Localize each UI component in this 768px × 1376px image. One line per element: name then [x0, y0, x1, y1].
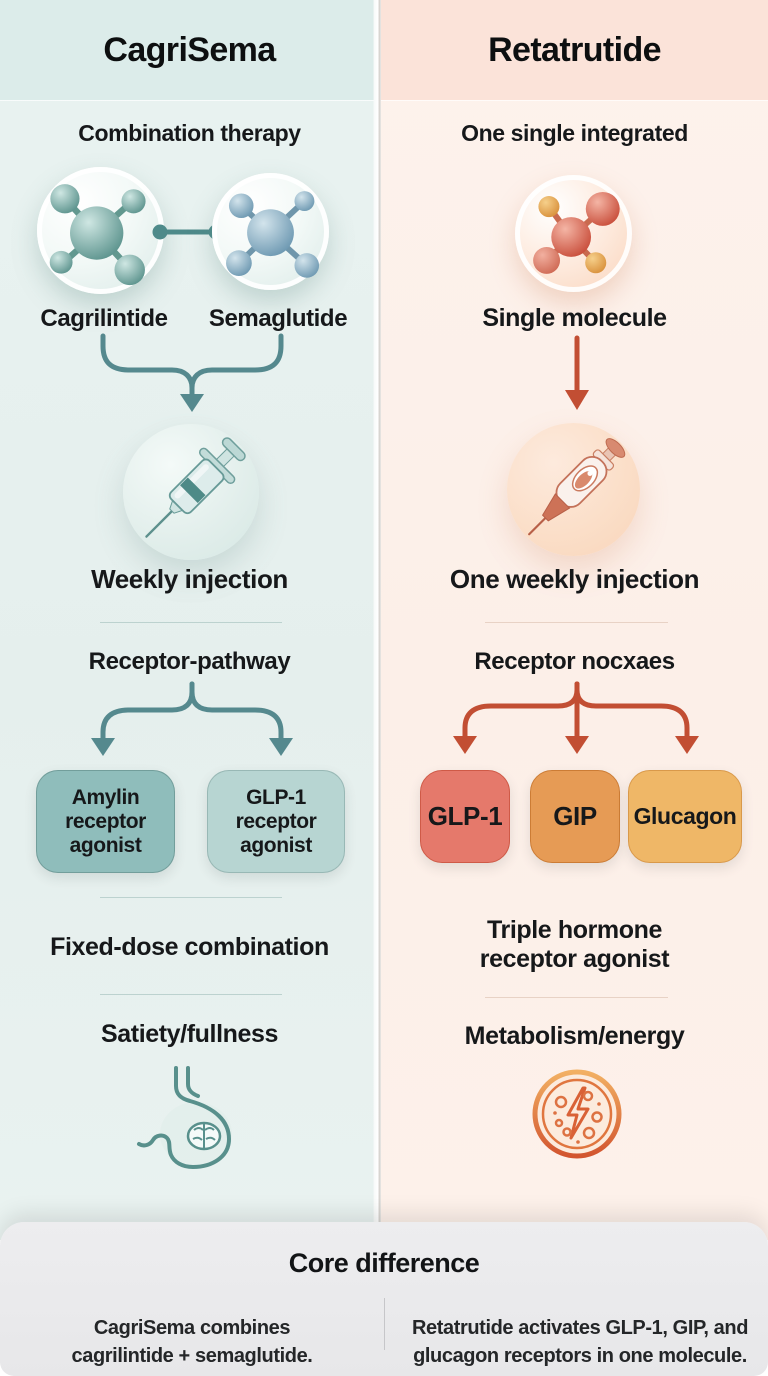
cagrilintide-label: Cagrilintide — [40, 305, 168, 332]
retatrutide-column: Retatrutide One single integrated — [381, 0, 768, 1240]
triple-hormone-label: Triple hormone receptor agonist — [479, 916, 670, 973]
retatrutide-summary: Retatrutide activates GLP-1, GIP, and gl… — [411, 1317, 749, 1367]
footer-divider — [384, 1298, 385, 1350]
molecule-spheres-icon — [533, 191, 620, 274]
core-difference-panel: Core difference CagriSema combines cagri… — [0, 1222, 768, 1376]
gip-box: GIP — [530, 770, 620, 863]
one-weekly-injection-label: One weekly injection — [449, 564, 700, 594]
combination-therapy-label: Combination therapy — [78, 120, 301, 146]
cagrisema-header: CagriSema — [0, 0, 379, 100]
molecule-spheres-icon — [226, 191, 320, 278]
syringe-icon — [145, 437, 246, 538]
semaglutide-label: Semaglutide — [208, 305, 348, 332]
glucagon-box: Glucagon — [628, 770, 742, 863]
receptor-title: Receptor nocxaes — [474, 648, 675, 675]
cagrilintide-molecule-icon — [37, 167, 164, 294]
glp1-receptor-box: GLP-1 receptor agonist — [207, 770, 345, 873]
glp1-box: GLP-1 — [420, 770, 510, 863]
injection-pen-icon — [528, 438, 626, 536]
retatrutide-header: Retatrutide — [381, 0, 768, 100]
section-divider — [485, 997, 668, 998]
column-divider — [373, 0, 381, 1240]
semaglutide-molecule-icon — [212, 173, 329, 290]
cagrisema-column: CagriSema Combination therapy — [0, 0, 379, 1240]
core-difference-title: Core difference — [288, 1248, 480, 1278]
satiety-label: Satiety/fullness — [101, 1020, 278, 1048]
stomach-brain-icon — [137, 1066, 232, 1170]
branch-arrows-icon — [453, 681, 699, 754]
fixed-dose-label: Fixed-dose combination — [50, 933, 329, 961]
metabolism-label: Metabolism/energy — [464, 1022, 685, 1050]
retatrutide-title: Retatrutide — [488, 30, 661, 69]
retatrutide-molecule-icon — [515, 175, 632, 292]
section-divider — [100, 622, 282, 623]
down-arrow-icon — [565, 335, 589, 410]
weekly-injection-label: Weekly injection — [91, 564, 288, 594]
receptor-pathway-title: Receptor-pathway — [88, 648, 291, 675]
section-divider — [100, 897, 282, 898]
molecule-spheres-icon — [49, 184, 146, 286]
section-divider — [485, 622, 668, 623]
energy-cell-icon — [532, 1069, 622, 1159]
cagrisema-title: CagriSema — [103, 30, 276, 69]
branch-arrows-icon — [91, 681, 293, 756]
section-divider — [100, 994, 282, 995]
amylin-receptor-box: Amylin receptor agonist — [36, 770, 175, 873]
converge-arrow-icon — [100, 333, 284, 412]
single-molecule-label: Single molecule — [482, 304, 667, 332]
single-integrated-label: One single integrated — [461, 120, 688, 146]
cagrisema-summary: CagriSema combines cagrilintide + semagl… — [71, 1317, 313, 1367]
